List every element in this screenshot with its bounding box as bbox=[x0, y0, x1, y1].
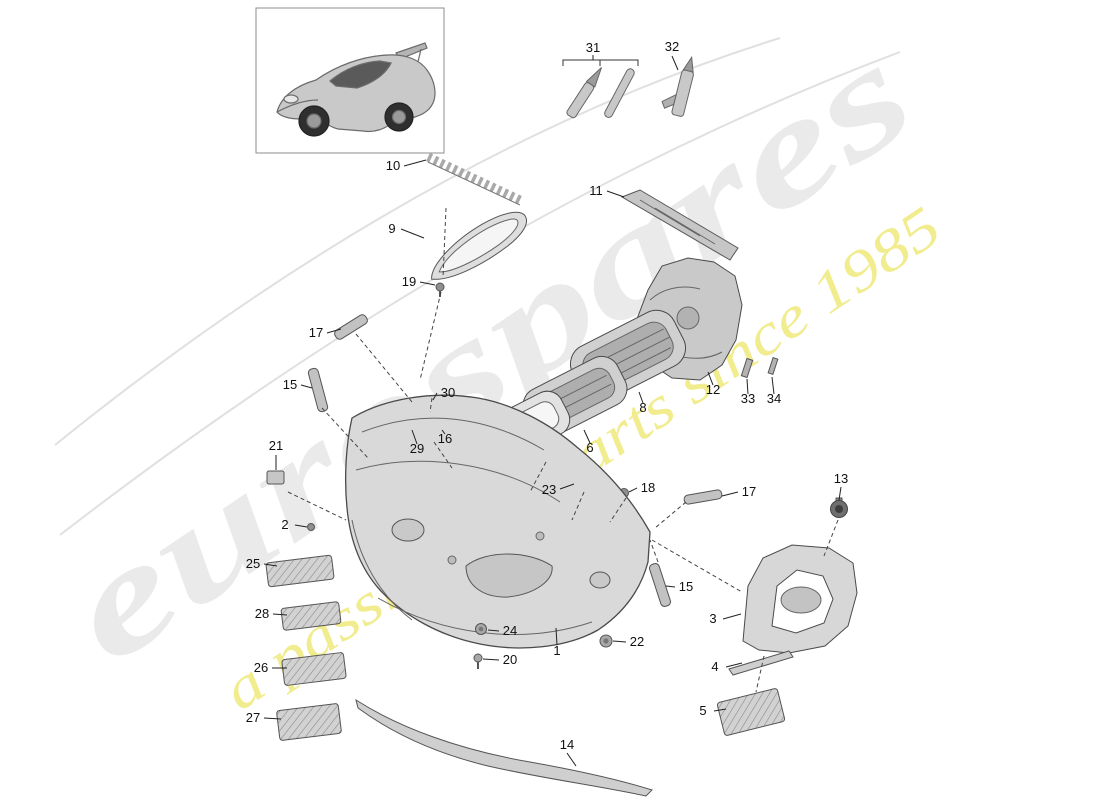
part-shape-24 bbox=[475, 623, 487, 635]
part-label-5[interactable]: 5 bbox=[699, 703, 706, 718]
part-label-10[interactable]: 10 bbox=[386, 158, 400, 173]
part-shape-28 bbox=[280, 601, 342, 631]
part-label-3[interactable]: 3 bbox=[709, 611, 716, 626]
part-shape-10 bbox=[426, 152, 524, 206]
part-label-17-right[interactable]: 17 bbox=[742, 484, 756, 499]
part-label-31[interactable]: 31 bbox=[586, 40, 600, 55]
part-shape-32 bbox=[661, 55, 694, 117]
part-label-15-left[interactable]: 15 bbox=[283, 377, 297, 392]
part-label-2[interactable]: 2 bbox=[281, 517, 288, 532]
construction-lines bbox=[287, 207, 839, 693]
part-label-21[interactable]: 21 bbox=[269, 438, 283, 453]
part-label-8[interactable]: 8 bbox=[639, 400, 646, 415]
part-label-14[interactable]: 14 bbox=[560, 737, 574, 752]
part-label-11[interactable]: 11 bbox=[589, 183, 603, 198]
car-thumbnail bbox=[255, 7, 445, 154]
part-shape-11 bbox=[620, 189, 739, 261]
part-label-23[interactable]: 23 bbox=[542, 482, 556, 497]
part-label-20[interactable]: 20 bbox=[503, 652, 517, 667]
part-label-16[interactable]: 16 bbox=[438, 431, 452, 446]
leader-lines bbox=[263, 55, 842, 767]
part-label-30[interactable]: 30 bbox=[441, 385, 455, 400]
part-shape-27 bbox=[276, 703, 342, 741]
part-label-19[interactable]: 19 bbox=[402, 274, 416, 289]
part-label-32[interactable]: 32 bbox=[665, 39, 679, 54]
part-label-26[interactable]: 26 bbox=[254, 660, 268, 675]
part-label-13[interactable]: 13 bbox=[834, 471, 848, 486]
part-shape-3 bbox=[742, 544, 858, 654]
part-shape-13 bbox=[830, 497, 848, 518]
part-shape-14 bbox=[355, 698, 653, 797]
part-shape-2 bbox=[307, 523, 315, 531]
car-illustration bbox=[276, 42, 436, 137]
part-label-22[interactable]: 22 bbox=[630, 634, 644, 649]
part-shape-34 bbox=[767, 356, 779, 376]
part-shape-4 bbox=[728, 650, 794, 676]
part-shape-9 bbox=[431, 211, 528, 280]
part-label-27[interactable]: 27 bbox=[246, 710, 260, 725]
part-label-28[interactable]: 28 bbox=[255, 606, 269, 621]
part-shape-31 bbox=[562, 59, 639, 119]
part-label-12[interactable]: 12 bbox=[706, 382, 720, 397]
part-shape-1-bumper bbox=[344, 394, 651, 649]
part-shape-5 bbox=[716, 688, 786, 736]
part-label-4[interactable]: 4 bbox=[711, 659, 718, 674]
part-label-29[interactable]: 29 bbox=[410, 441, 424, 456]
part-shape-15-right bbox=[648, 563, 672, 607]
part-shape-26 bbox=[281, 652, 347, 686]
part-label-17-left[interactable]: 17 bbox=[309, 325, 323, 340]
part-shape-22 bbox=[599, 634, 613, 648]
part-label-34[interactable]: 34 bbox=[767, 391, 781, 406]
part-shape-17-right bbox=[683, 489, 723, 505]
part-shape-15-left bbox=[307, 367, 329, 413]
part-labels: 31 32 10 11 9 19 17 15 30 29 16 12 33 34… bbox=[246, 39, 848, 752]
part-label-24[interactable]: 24 bbox=[503, 623, 517, 638]
part-label-33[interactable]: 33 bbox=[741, 391, 755, 406]
part-shape-19 bbox=[435, 282, 445, 297]
part-shape-25 bbox=[265, 554, 335, 588]
part-label-6[interactable]: 6 bbox=[586, 440, 593, 455]
part-shape-33 bbox=[740, 357, 754, 379]
part-label-1[interactable]: 1 bbox=[553, 643, 560, 658]
part-shape-20 bbox=[473, 653, 483, 669]
part-label-9[interactable]: 9 bbox=[388, 221, 395, 236]
part-label-18[interactable]: 18 bbox=[641, 480, 655, 495]
part-shape-21 bbox=[266, 470, 285, 485]
part-shape-17-left bbox=[334, 314, 368, 340]
part-label-25[interactable]: 25 bbox=[246, 556, 260, 571]
part-shapes bbox=[265, 55, 858, 797]
part-label-15-right[interactable]: 15 bbox=[679, 579, 693, 594]
